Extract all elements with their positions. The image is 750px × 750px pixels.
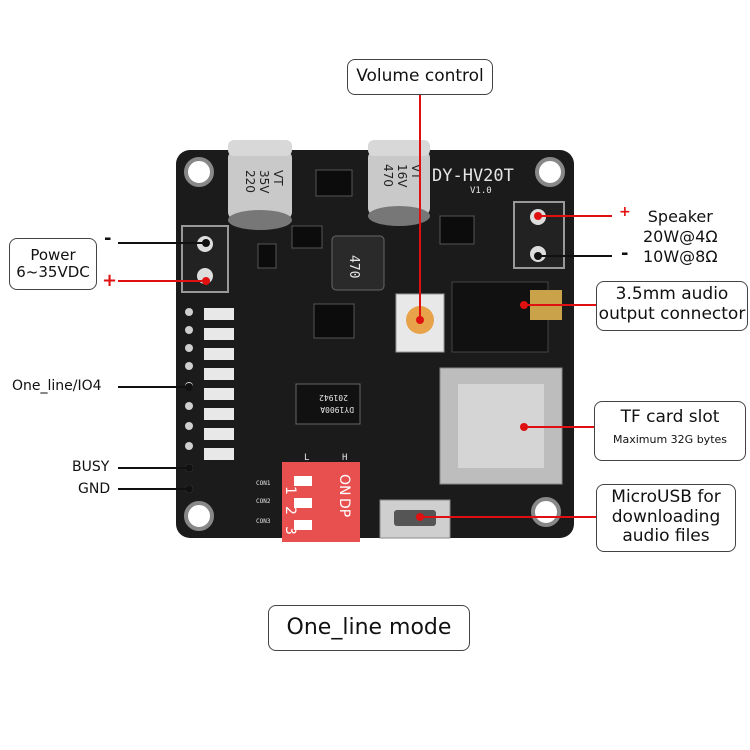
- power-label: Power 6~35VDC: [9, 238, 97, 290]
- cap-left-text-2: 35V: [257, 170, 271, 194]
- inductor: [331, 235, 385, 291]
- ic-chip: [439, 215, 475, 245]
- mode-text: One_line mode: [286, 615, 452, 640]
- ic-chip: [315, 169, 353, 197]
- speaker-8ohm: 10W@8Ω: [643, 247, 718, 266]
- power-minus-symbol: -: [104, 228, 112, 249]
- con3-label: CON3: [256, 518, 271, 525]
- inductor-text: 470: [346, 255, 361, 278]
- dip-num-3: 3: [282, 526, 298, 535]
- usb-line-3: audio files: [622, 526, 710, 547]
- mode-label: One_line mode: [268, 605, 470, 651]
- dip-on: ON: [336, 474, 352, 496]
- ic-chip: [313, 303, 355, 339]
- mount-hole: [184, 501, 214, 531]
- gnd-label: GND: [78, 481, 111, 497]
- board-version: V1.0: [470, 186, 492, 196]
- resistor-array: [204, 308, 234, 460]
- cap-right-text-2: 16V: [395, 164, 409, 188]
- main-chip-code: 201942: [319, 393, 348, 402]
- main-chip-text: DY1900A: [320, 405, 354, 414]
- speaker-4ohm: 20W@4Ω: [643, 227, 718, 246]
- usb-line-1: MicroUSB for: [611, 487, 721, 507]
- mount-hole: [531, 497, 561, 527]
- dip-num-2: 2: [282, 506, 298, 515]
- con1-label: CON1: [256, 480, 271, 487]
- ic-chip: [257, 243, 277, 269]
- speaker-title: Speaker: [647, 207, 713, 226]
- tf-sub: Maximum 32G bytes: [612, 432, 728, 446]
- usb-line-2: downloading: [611, 506, 721, 527]
- dip-h: H: [342, 453, 347, 463]
- power-range: 6~35VDC: [16, 263, 90, 282]
- speaker-minus-symbol: -: [621, 243, 629, 264]
- speaker-plus-symbol: +: [619, 204, 631, 220]
- mount-hole: [535, 157, 565, 187]
- capacitor-right: 470 16V VT: [368, 140, 430, 226]
- micro-usb-port: [379, 499, 451, 539]
- dip-l: L: [304, 453, 309, 463]
- con2-label: CON2: [256, 498, 271, 505]
- dip-num-1: 1: [282, 486, 298, 495]
- power-plus-symbol: +: [102, 270, 118, 291]
- capacitor-left: 220 35V VT: [228, 140, 292, 230]
- mount-hole: [184, 157, 214, 187]
- cap-left-text-3: VT: [271, 170, 285, 186]
- tf-card-label: TF card slot Maximum 32G bytes: [594, 401, 746, 461]
- speaker-label: Speaker 20W@4Ω 10W@8Ω: [643, 207, 718, 267]
- main-chip: [295, 383, 361, 425]
- cap-right-text-1: 470: [381, 164, 395, 187]
- one-line-io4-label: One_line/IO4: [12, 378, 102, 394]
- audio-line-1: 3.5mm audio: [615, 284, 729, 304]
- volume-control-label: Volume control: [347, 59, 493, 95]
- ic-chip: [291, 225, 323, 249]
- audio-line-2: output connector: [598, 303, 746, 324]
- board-model: DY-HV20T: [432, 166, 514, 186]
- dip-dp: DP: [336, 498, 352, 517]
- tf-title: TF card slot: [620, 407, 720, 427]
- power-title: Power: [30, 246, 76, 264]
- volume-control-text: Volume control: [356, 66, 484, 86]
- usb-label: MicroUSB for downloading audio files: [596, 484, 736, 552]
- cap-left-text-1: 220: [243, 170, 257, 193]
- busy-label: BUSY: [72, 459, 110, 475]
- audio-output-label: 3.5mm audio output connector: [596, 281, 748, 331]
